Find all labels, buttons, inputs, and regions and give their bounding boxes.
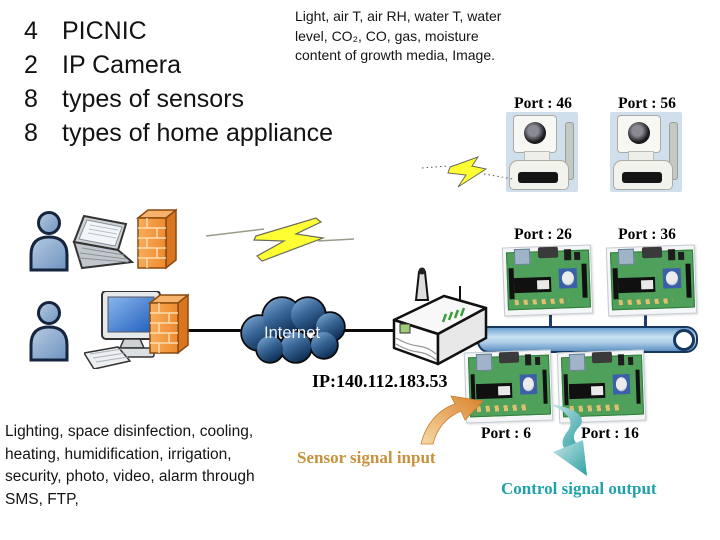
- port-label-sensor-board-2: Port : 36: [618, 226, 676, 243]
- firewall-icon: [147, 293, 191, 355]
- firewall-1: [135, 208, 179, 275]
- picnic-board-image: [605, 244, 698, 317]
- camera-lens: [524, 122, 546, 144]
- inventory-count: 8: [24, 119, 38, 147]
- inventory-label: types of sensors: [62, 85, 245, 113]
- laptop: [68, 212, 136, 277]
- sensor-types-note: Light, air T, air RH, water T, water lev…: [295, 8, 502, 63]
- lightning-bolt-icon: [421, 156, 514, 188]
- inventory-row: 4 PICNIC: [24, 14, 333, 48]
- camera-slot: [518, 172, 558, 183]
- inventory-row: 2 IP Camera: [24, 48, 333, 82]
- inventory-count: 8: [24, 85, 38, 113]
- board-connector-line: [644, 309, 647, 328]
- appliance-note: Lighting, space disinfection, cooling, h…: [5, 423, 255, 508]
- orange-arrow-icon: [420, 395, 484, 445]
- inventory-list: 4 PICNIC 2 IP Camera 8 types of sensors …: [24, 14, 333, 150]
- firewall-2: [147, 293, 191, 360]
- camera-base: [509, 160, 569, 190]
- inventory-count: 2: [24, 51, 38, 79]
- wireless-link-1: [204, 215, 356, 270]
- internet-label: Internet: [264, 324, 320, 342]
- person-icon: [29, 301, 69, 362]
- laptop-icon: [72, 214, 135, 270]
- lan-bus-pipe: [477, 326, 698, 353]
- inventory-count: 4: [24, 17, 38, 45]
- control-signal-output-label: Control signal output: [501, 479, 657, 498]
- cloud-icon: Internet: [240, 296, 346, 364]
- camera-antenna: [565, 122, 574, 180]
- port-label-camera-2: Port : 56: [618, 95, 676, 112]
- desktop-computer: [82, 290, 164, 374]
- ip-camera-image: [506, 112, 578, 192]
- inventory-row: 8 types of sensors: [24, 82, 333, 116]
- port-label-control-board-2: Port : 16: [581, 425, 639, 442]
- inventory-row: 8 types of home appliance: [24, 116, 333, 150]
- router-icon: [392, 267, 488, 366]
- camera-head: [617, 115, 661, 153]
- camera-head: [513, 115, 557, 153]
- teal-arrow-icon: [549, 404, 587, 476]
- user-2: [27, 300, 71, 367]
- wireless-router: [386, 264, 492, 373]
- pipe-end-cap: [673, 329, 695, 351]
- inventory-label: IP Camera: [62, 51, 182, 79]
- sensor-signal-input-label: Sensor signal input: [297, 448, 436, 467]
- board-connector-line: [549, 309, 552, 328]
- inventory-label: types of home appliance: [62, 119, 334, 147]
- user-1: [27, 210, 71, 277]
- firewall-icon: [135, 208, 179, 270]
- ip-camera-image: [610, 112, 682, 192]
- port-label-sensor-board-1: Port : 26: [514, 226, 572, 243]
- picnic-board-image: [501, 244, 594, 317]
- camera-antenna: [669, 122, 678, 180]
- camera-lens: [628, 122, 650, 144]
- port-label-control-board-1: Port : 6: [481, 425, 531, 442]
- camera-slot: [622, 172, 662, 183]
- control-output-arrow: [539, 402, 597, 487]
- wireless-link-2: [420, 152, 516, 199]
- port-label-camera-1: Port : 46: [514, 95, 572, 112]
- person-icon: [29, 211, 69, 272]
- inventory-label: PICNIC: [62, 17, 147, 45]
- sensor-input-arrow: [417, 394, 487, 451]
- lightning-bolt-icon: [205, 217, 355, 262]
- desktop-icon: [82, 290, 161, 370]
- ip-address-label: IP:140.112.183.53: [312, 371, 448, 391]
- internet-cloud: Internet: [232, 289, 352, 374]
- camera-base: [613, 160, 673, 190]
